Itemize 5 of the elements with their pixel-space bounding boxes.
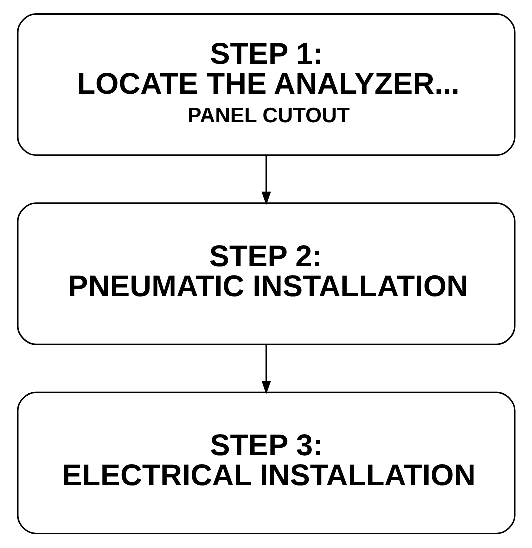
arrow [261, 344, 271, 395]
node-box: STEP 1: LOCATE THE ANALYZER... PANEL CUTOUT [16, 14, 516, 156]
node-box: STEP 2: PNEUMATIC INSTALLATION [16, 202, 516, 346]
arrow [261, 156, 271, 206]
node-box: STEP 3: ELECTRICAL INSTALLATION [16, 392, 516, 534]
